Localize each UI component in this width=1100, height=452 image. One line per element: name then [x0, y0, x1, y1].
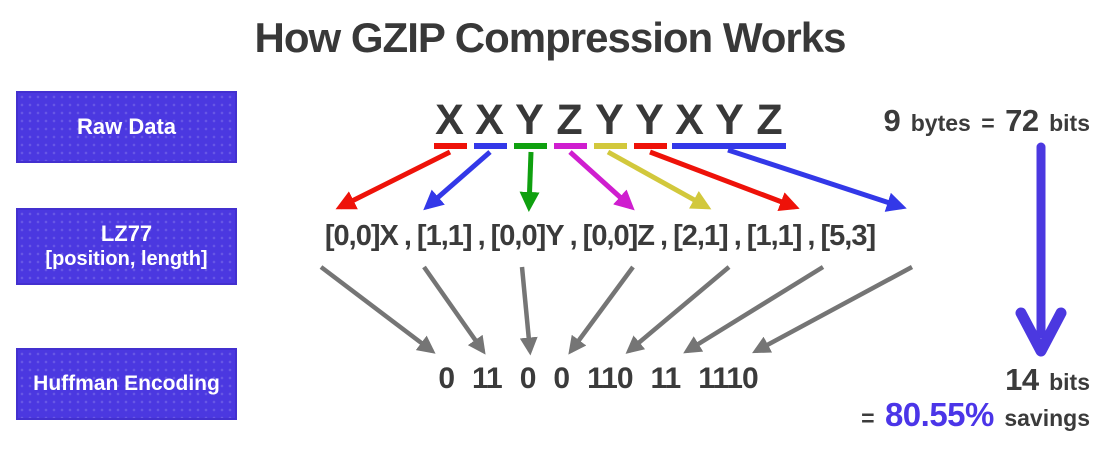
- lz77-token: [1,1]: [416, 220, 473, 252]
- token-separator: ,: [403, 220, 412, 252]
- savings-note: = 80.55% savings: [861, 396, 1090, 434]
- size-reduction-arrowhead: [1015, 307, 1067, 357]
- stage-box-raw-data: Raw Data: [16, 91, 237, 163]
- arrow-lz77-to-huffman-0: [319, 265, 436, 354]
- raw-size-bits-number: 72: [1005, 103, 1039, 138]
- token-separator: ,: [477, 220, 486, 252]
- lz77-token: [0,0]X: [324, 220, 399, 252]
- savings-equals: =: [861, 405, 875, 431]
- arrow-lz77-to-huffman-1: [422, 265, 486, 355]
- raw-letter: Y: [715, 96, 744, 144]
- arrow-raw-to-lz77-4: [606, 149, 712, 210]
- stage-label-lz77: LZ77: [100, 220, 153, 246]
- compressed-size-number: 14: [1005, 362, 1039, 397]
- raw-letter: X: [475, 96, 504, 144]
- raw-letter: Z: [556, 96, 582, 144]
- compressed-size-word: bits: [1049, 369, 1090, 395]
- raw-data-letters: X X Y Z Y Y X Y Z: [429, 96, 789, 144]
- lz77-token: [2,1]: [673, 220, 729, 252]
- arrow-lz77-to-huffman-5: [683, 265, 825, 354]
- arrow-lz77-to-huffman-6: [752, 265, 914, 354]
- raw-letter: X: [675, 96, 704, 144]
- stage-box-huffman: Huffman Encoding: [16, 348, 237, 420]
- stage-sublabel-lz77: [position, length]: [45, 248, 208, 271]
- raw-letter: Z: [756, 96, 782, 144]
- lz77-token: [5,3]: [820, 220, 876, 252]
- lz77-token: [1,1]: [746, 220, 803, 252]
- huffman-code: 0: [438, 362, 455, 395]
- huffman-code: 11: [650, 362, 682, 395]
- arrow-raw-to-lz77-1: [423, 150, 492, 211]
- savings-percentage: 80.55%: [884, 396, 994, 433]
- raw-size-bytes-word: bytes: [910, 110, 971, 136]
- raw-size-bits-word: bits: [1049, 110, 1090, 136]
- huffman-code: 0: [519, 362, 537, 395]
- stage-label-raw-data: Raw Data: [76, 113, 177, 139]
- raw-letter: Y: [635, 96, 664, 144]
- savings-word: savings: [1004, 405, 1090, 431]
- huffman-code: 110: [587, 362, 633, 395]
- lz77-token: [0,0]Z: [582, 220, 655, 252]
- arrow-lz77-to-huffman-4: [625, 265, 731, 354]
- huffman-code: 1110: [698, 362, 758, 395]
- arrow-raw-to-lz77-0: [335, 149, 452, 210]
- token-separator: ,: [660, 220, 668, 252]
- arrow-raw-to-lz77-3: [568, 150, 635, 211]
- lz77-tokens: [0,0]X,[1,1],[0,0]Y,[0,0]Z,[2,1],[1,1],[…: [250, 220, 950, 253]
- huffman-code: 11: [472, 362, 503, 395]
- stage-box-lz77: LZ77 [position, length]: [16, 208, 237, 285]
- raw-letter: Y: [515, 96, 544, 144]
- raw-size-note: 9 bytes = 72 bits: [884, 103, 1090, 139]
- raw-letter: Y: [595, 96, 624, 144]
- huffman-code: 0: [553, 362, 570, 395]
- token-separator: ,: [569, 220, 578, 252]
- arrow-lz77-to-huffman-2: [519, 266, 538, 356]
- stage-label-huffman: Huffman Encoding: [33, 372, 220, 396]
- arrow-raw-to-lz77-5: [649, 149, 800, 212]
- raw-letter: X: [435, 96, 464, 144]
- page-title: How GZIP Compression Works: [254, 14, 847, 61]
- arrow-raw-to-lz77-6: [727, 147, 907, 212]
- token-separator: ,: [807, 220, 815, 252]
- token-separator: ,: [733, 220, 742, 252]
- lz77-token: [0,0]Y: [490, 220, 565, 252]
- compressed-size-note: 14 bits: [1005, 362, 1090, 398]
- raw-size-equals: =: [981, 110, 995, 136]
- raw-size-bytes-number: 9: [883, 103, 901, 138]
- arrow-lz77-to-huffman-3: [568, 265, 635, 355]
- arrow-raw-to-lz77-2: [519, 151, 540, 212]
